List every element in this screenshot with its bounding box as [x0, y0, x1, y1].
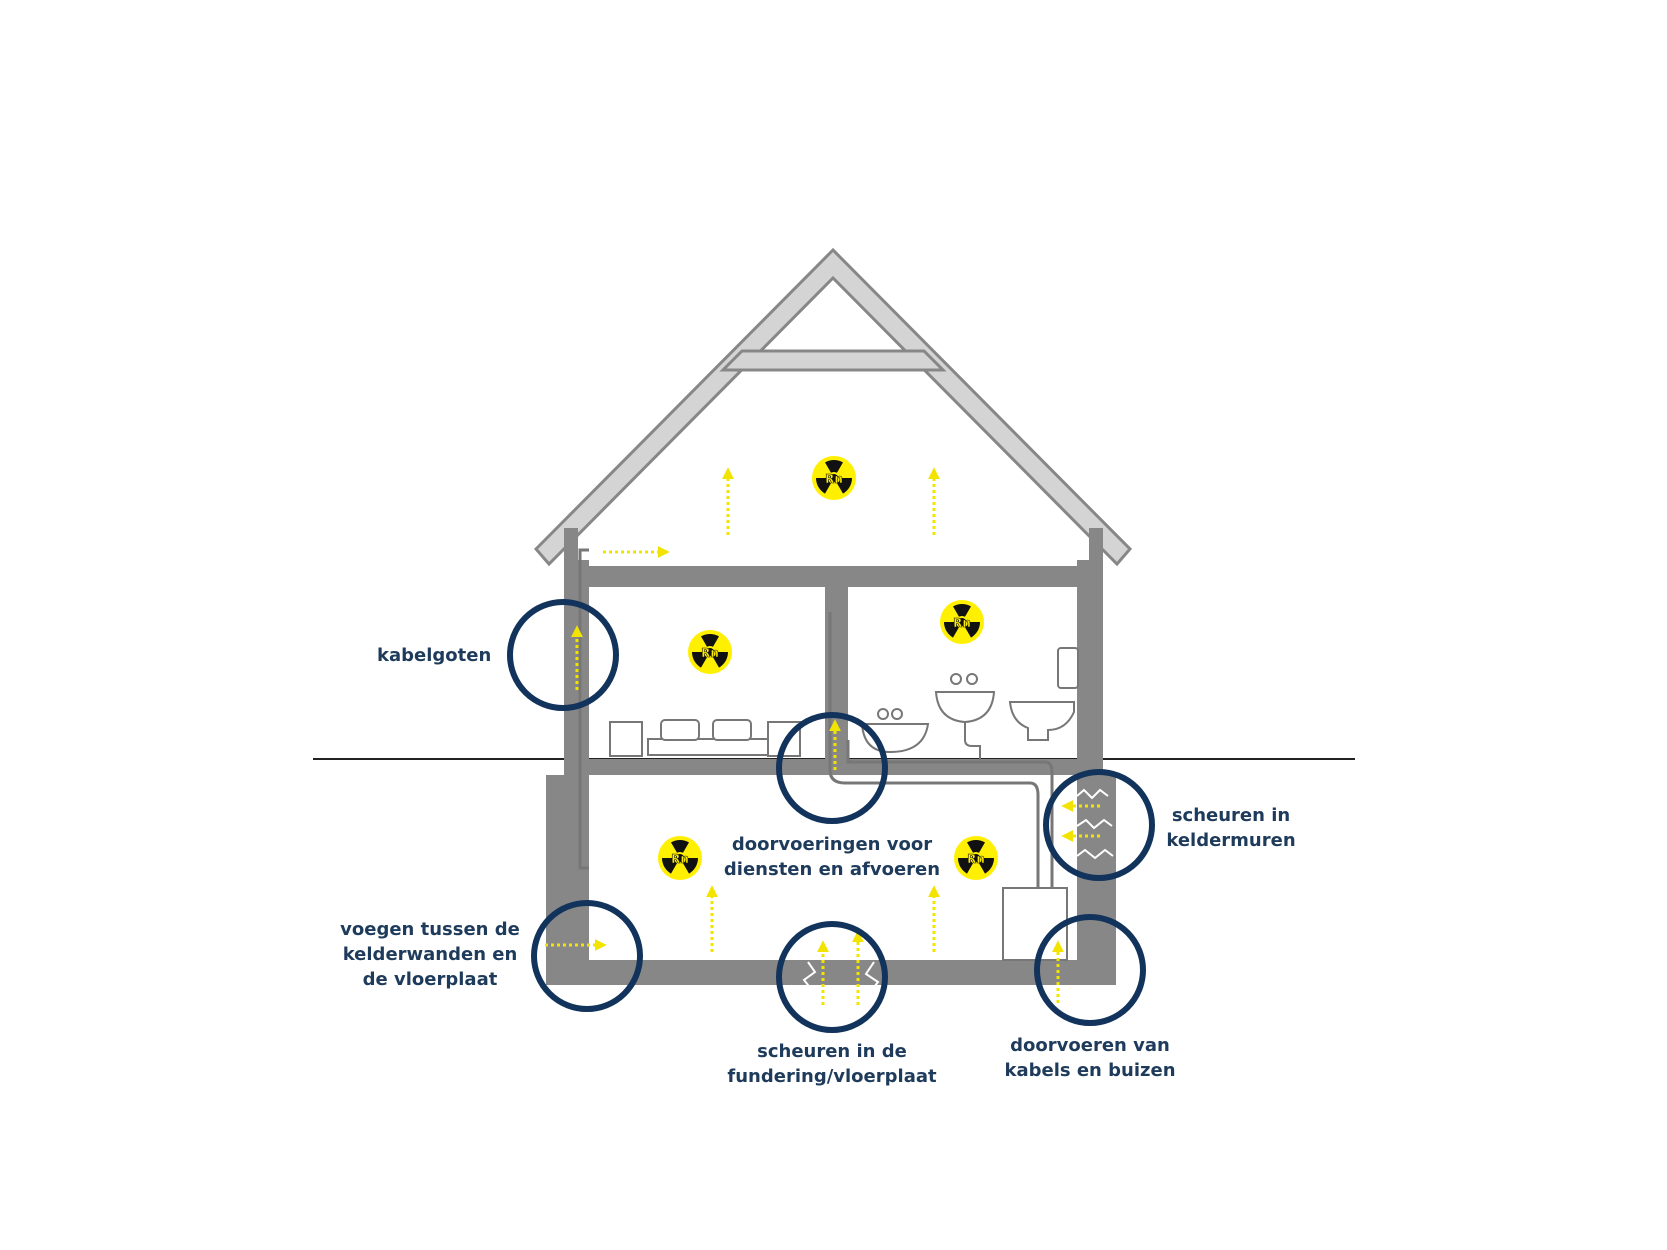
radon-trefoil-hub	[830, 474, 838, 482]
radon-trefoil-hub	[706, 648, 714, 656]
radon-symbol-text: Rn	[825, 472, 843, 486]
radon-trefoil-blade-1	[953, 604, 971, 617]
radon-arrows	[545, 467, 1100, 1005]
drain-pipe	[828, 612, 1040, 888]
pipes	[578, 548, 1054, 888]
cracks	[802, 788, 1114, 1001]
nightstand-left	[609, 721, 643, 757]
radon-symbol-text: Rn	[701, 646, 719, 660]
roof-outer-frame	[533, 247, 1133, 567]
bathroom-drain-pipe	[846, 740, 1054, 888]
radon-trefoil-blade-1	[967, 840, 985, 853]
radon-trefoil-hub	[972, 854, 980, 862]
radon-trefoil-blade-2	[837, 478, 852, 494]
bed-pillow-2	[712, 719, 752, 741]
basement-left-wall	[546, 775, 589, 985]
callout-kabelgoten	[507, 599, 619, 711]
room-partition-wall	[825, 587, 848, 760]
attic-floor-slab	[589, 566, 1077, 587]
wall-crack-1	[1076, 788, 1109, 800]
label-keldermuren: scheuren in keldermuren	[1166, 805, 1296, 851]
label-kabels-buizen: doorvoeren van kabels en buizen	[1004, 1035, 1176, 1081]
label-voegen: voegen tussen de kelderwanden en de vloe…	[340, 919, 520, 990]
radon-symbol-text: Rn	[671, 852, 689, 866]
callout-kabels-buizen	[1034, 914, 1146, 1026]
radiation-trefoil-icon: Rn	[658, 836, 702, 880]
radiation-trefoil-icon: Rn	[688, 630, 732, 674]
washbasin-tap-2	[966, 673, 978, 685]
radiation-trefoil-icon: Rn	[940, 600, 984, 644]
wall-crack-2	[1076, 818, 1113, 830]
tap-knob-1	[877, 708, 889, 720]
roof-collar-beam	[719, 349, 947, 372]
radon-symbol-text: Rn	[967, 852, 985, 866]
radon-symbol-text: Rn	[953, 616, 971, 630]
radon-symbols: Rn Rn Rn Rn Rn	[658, 456, 998, 880]
label-fundering: scheuren in de fundering/vloerplaat	[727, 1041, 937, 1087]
washbasin-trap	[964, 722, 981, 760]
tap-knob-2	[891, 708, 903, 720]
radon-trefoil-hub	[958, 618, 966, 626]
left-cable-duct	[578, 548, 589, 870]
left-chimney-stub	[564, 528, 578, 568]
radon-trefoil-blade-3	[816, 478, 831, 494]
floor-crack-2	[864, 961, 880, 996]
callout-keldermuren	[1043, 769, 1155, 881]
radon-trefoil-blade-1	[825, 460, 843, 473]
bed-pillow-1	[660, 719, 700, 741]
callout-voegen	[531, 900, 643, 1012]
toilet-cistern	[1057, 647, 1079, 689]
callout-circles	[507, 599, 1155, 1033]
floor-crack-1	[802, 961, 817, 1001]
radon-trefoil-hub	[676, 854, 684, 862]
callout-fundering	[776, 921, 888, 1033]
roof	[533, 247, 1133, 567]
radiation-trefoil-icon: Rn	[954, 836, 998, 880]
wall-crack-3	[1076, 848, 1114, 860]
label-doorvoeringen: doorvoeringen voor diensten en afvoeren	[723, 834, 941, 880]
label-kabelgoten: kabelgoten	[377, 645, 492, 666]
washbasin-tap-1	[950, 673, 962, 685]
toilet-bowl	[1008, 701, 1075, 741]
radon-trefoil-blade-1	[671, 840, 689, 853]
fixtures	[609, 647, 1079, 961]
washbasin	[934, 691, 996, 724]
callout-doorvoeringen	[776, 712, 888, 824]
right-chimney-stub	[1089, 528, 1103, 568]
basement-appliance	[1002, 887, 1068, 961]
radiation-trefoil-icon: Rn	[812, 456, 856, 500]
radon-trefoil-blade-1	[701, 634, 719, 647]
bathtub-sink	[860, 723, 930, 754]
